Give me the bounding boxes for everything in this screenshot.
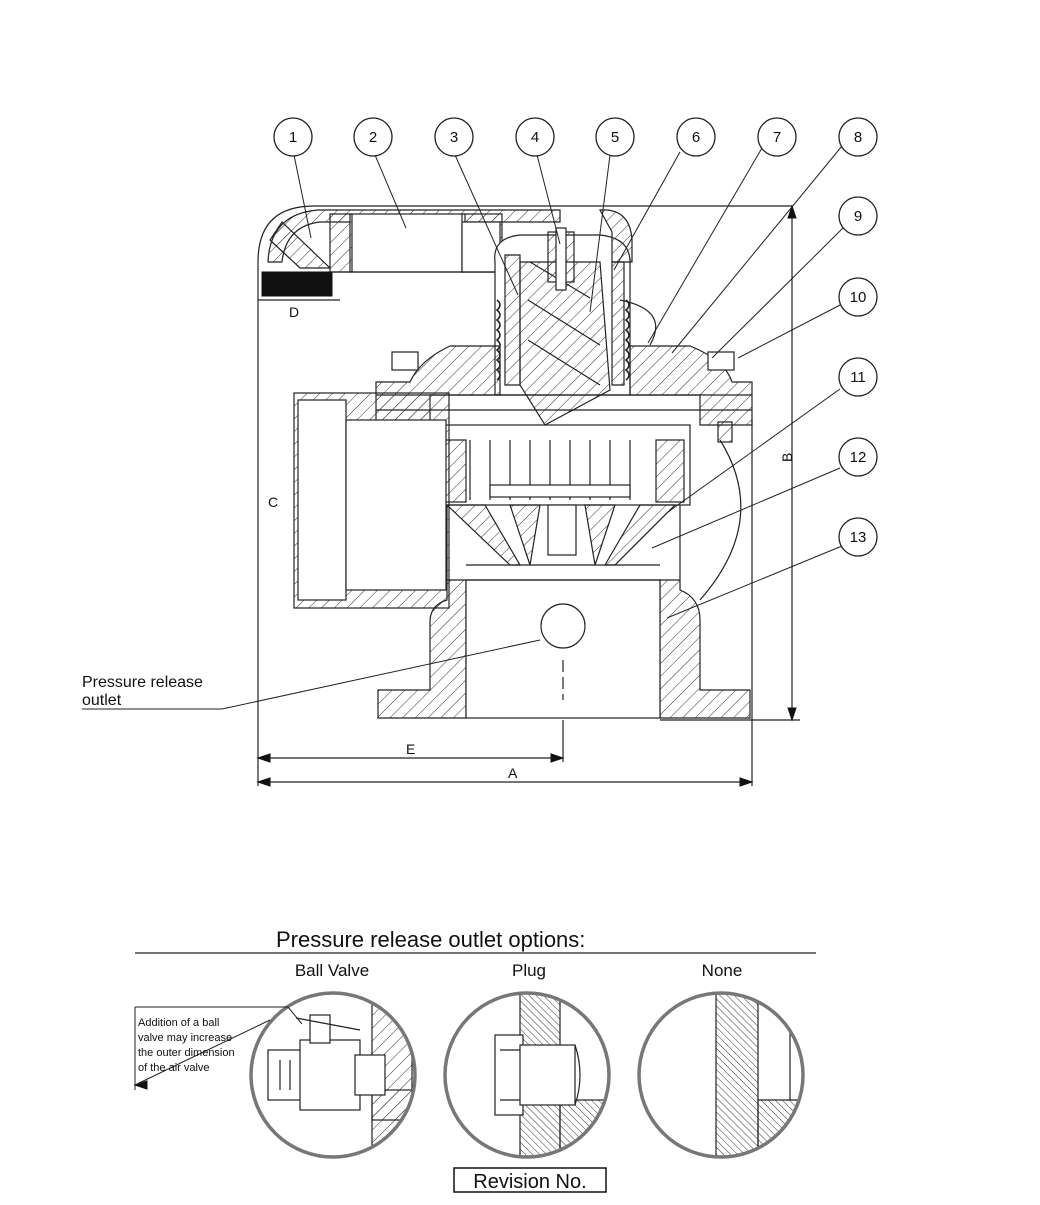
outlet-label-line1: Pressure release <box>82 674 203 691</box>
main-body <box>293 392 751 719</box>
options-title: Pressure release outlet options: <box>276 927 585 952</box>
ball-valve-note-line2: valve may increase <box>138 1032 232 1044</box>
callout-12: 12 <box>838 437 878 477</box>
revision-label: Revision No. <box>473 1171 586 1193</box>
callout-number: 11 <box>850 369 866 386</box>
callout-number: 2 <box>369 129 377 146</box>
callout-6: 6 <box>676 117 716 157</box>
callout-4: 4 <box>515 117 555 157</box>
callout-number: 4 <box>531 129 539 146</box>
callout-number: 10 <box>850 289 867 306</box>
callout-number: 12 <box>850 449 867 466</box>
revision-box <box>453 1167 607 1193</box>
ball-valve-note-line3: the outer dimension <box>138 1047 235 1059</box>
ball-valve-note-line1: Addition of a ball <box>138 1017 219 1029</box>
dim-label-b: B <box>779 453 795 462</box>
ball-valve-note-line4: of the air valve <box>138 1062 210 1074</box>
dimensions <box>256 204 800 787</box>
callout-number: 6 <box>692 129 700 146</box>
dim-label-a: A <box>508 765 518 781</box>
callout-leaders <box>293 145 846 619</box>
callout-5: 5 <box>595 117 635 157</box>
callout-13: 13 <box>838 517 878 557</box>
detail-none <box>637 991 805 1159</box>
callout-number: 3 <box>450 129 458 146</box>
valve-section-view <box>256 204 800 787</box>
callout-number: 5 <box>611 129 619 146</box>
dim-label-e: E <box>406 741 415 757</box>
top-pipe <box>258 209 561 301</box>
option-label-none: None <box>702 961 743 980</box>
callout-3: 3 <box>434 117 474 157</box>
outlet-label-line2: outlet <box>82 692 122 709</box>
callout-11: 11 <box>838 357 878 397</box>
float-cage <box>494 209 657 426</box>
option-label-ball-valve: Ball Valve <box>295 961 369 980</box>
callout-number: 8 <box>854 129 862 146</box>
dim-label-d: D <box>289 304 299 320</box>
option-label-plug: Plug <box>512 961 546 980</box>
inner-mechanism <box>429 424 691 566</box>
dim-label-c: C <box>268 494 278 510</box>
callout-9: 9 <box>838 196 878 236</box>
detail-ball-valve <box>133 991 417 1159</box>
detail-plug <box>443 991 611 1159</box>
callout-number: 1 <box>289 129 297 146</box>
callout-7: 7 <box>757 117 797 157</box>
callout-number: 9 <box>854 208 862 225</box>
callout-10: 10 <box>838 277 878 317</box>
callout-number: 7 <box>773 129 781 146</box>
callout-8: 8 <box>838 117 878 157</box>
callout-number: 13 <box>850 529 867 546</box>
envelope-outline <box>257 205 792 728</box>
outlet-hole <box>540 603 586 649</box>
outlet-leader <box>82 639 541 710</box>
callout-2: 2 <box>353 117 393 157</box>
callout-1: 1 <box>273 117 313 157</box>
